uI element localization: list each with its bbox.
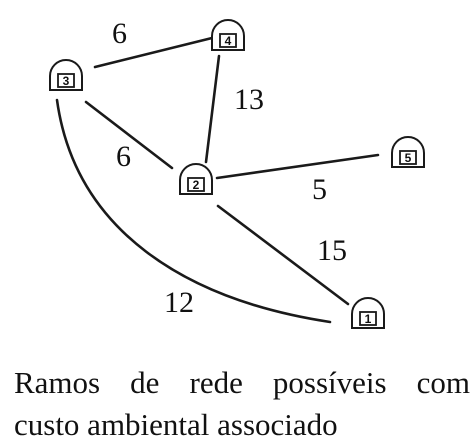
node-3: 3: [49, 59, 83, 91]
network-diagram: 6 13 6 5 15 12 4 3 2 5 1: [49, 17, 425, 329]
weight-4-2: 13: [234, 83, 264, 116]
node-1: 1: [351, 297, 385, 329]
weight-3-1: 12: [164, 286, 194, 319]
edge-3-2: [84, 100, 174, 170]
node-4: 4: [211, 19, 245, 51]
edge-2-1: [216, 204, 350, 306]
node-2: 2: [179, 163, 213, 195]
diagram-caption: Ramos de rede possíveis com custo ambien…: [14, 362, 470, 446]
node-5-box: [399, 150, 417, 165]
edge-3-4: [93, 36, 214, 69]
weight-3-2: 6: [116, 140, 131, 173]
node-2-label: 2: [193, 178, 200, 192]
node-4-box: [219, 33, 237, 48]
node-3-label: 3: [63, 74, 70, 88]
edge-weights: 6 13 6 5 15 12: [112, 17, 347, 319]
node-1-box: [359, 311, 377, 326]
node-5-label: 5: [405, 151, 412, 165]
node-5: 5: [391, 136, 425, 168]
node-1-label: 1: [365, 312, 372, 326]
edge-4-2: [204, 54, 221, 164]
caption-line-2: custo ambiental associado: [14, 407, 338, 442]
weight-2-1: 15: [317, 234, 347, 267]
node-4-label: 4: [225, 34, 232, 48]
node-2-box: [187, 177, 205, 192]
weight-3-4: 6: [112, 17, 127, 50]
weight-2-5: 5: [312, 173, 327, 206]
edge-3-1: [55, 98, 332, 324]
caption-line-1: Ramos de rede possíveis com: [14, 365, 470, 400]
node-3-box: [57, 73, 75, 88]
edges: [55, 36, 380, 324]
edge-2-5: [215, 153, 380, 180]
